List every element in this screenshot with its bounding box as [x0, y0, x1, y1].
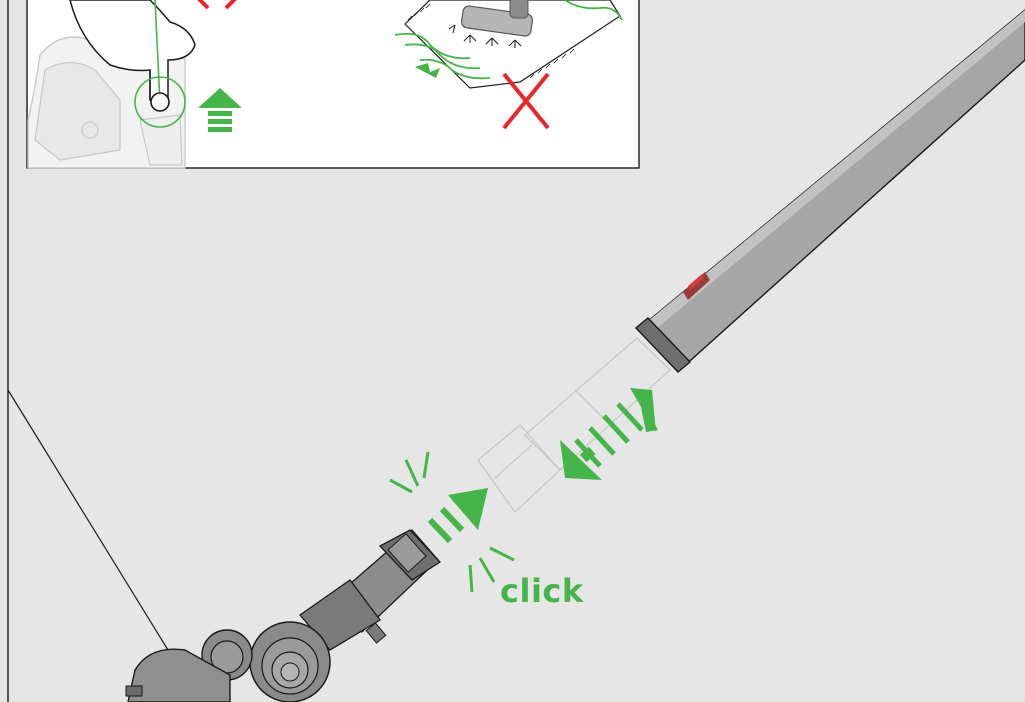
inset-panel: [27, 0, 639, 168]
click-label: click: [500, 572, 584, 610]
ghost-connector: [478, 338, 670, 512]
double-arrow-icon: [560, 388, 658, 480]
wand-tube: [636, 10, 1025, 372]
cleaner-head: [126, 530, 440, 702]
